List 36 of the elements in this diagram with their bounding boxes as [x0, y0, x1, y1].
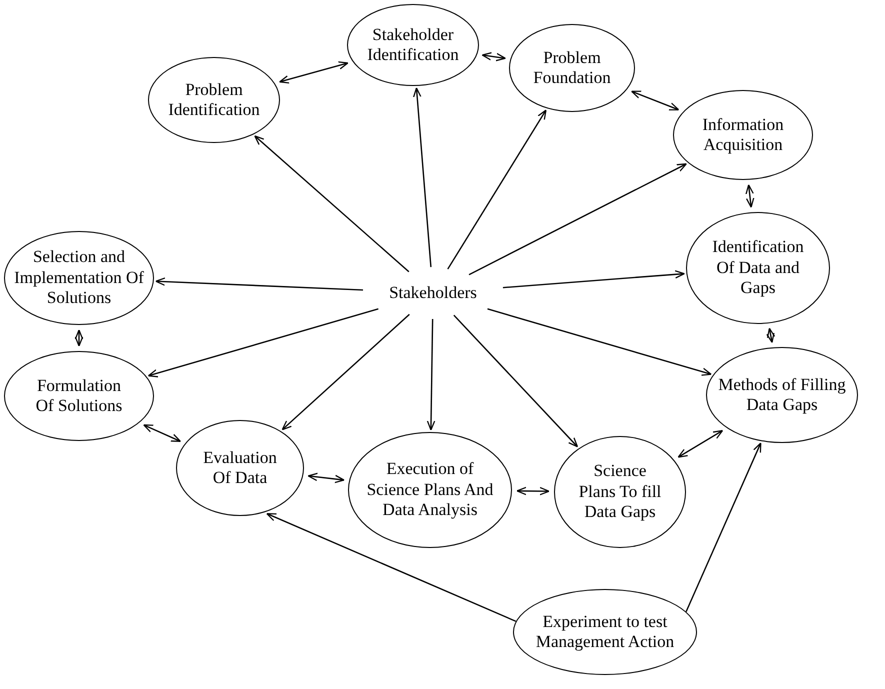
arrow — [482, 52, 506, 62]
node-text: Problem Foundation — [532, 48, 612, 88]
arrow — [745, 184, 754, 208]
arrow — [686, 442, 762, 612]
arrow — [254, 135, 410, 272]
arrow — [282, 314, 410, 430]
arrow — [516, 486, 550, 496]
arrow — [155, 277, 364, 291]
node-text: Methods of Filling Data Gaps — [717, 374, 847, 416]
arrow — [413, 87, 432, 268]
node-text: Problem Identification — [167, 80, 261, 120]
node-text: Formulation Of Solutions — [34, 376, 124, 416]
arrow — [678, 430, 724, 458]
node-text: Stakeholder Identification — [366, 24, 460, 66]
arrow — [426, 318, 436, 431]
node-text: Execution of Science Plans And Data Analysis — [366, 459, 494, 521]
arrow — [148, 308, 378, 378]
arrow — [74, 329, 84, 347]
arrow — [143, 424, 182, 442]
arrow — [631, 90, 680, 110]
node-text: Identification Of Data and Gaps — [711, 237, 805, 299]
arrow — [447, 110, 547, 270]
node-text: Science Plans To fill Data Gaps — [578, 461, 662, 523]
arrow — [766, 328, 776, 343]
arrow — [468, 163, 687, 276]
node-text: Information Acquisition — [701, 114, 785, 156]
node-text: Selection and Implementation Of Solutions — [13, 247, 145, 309]
node-text: Evaluation Of Data — [202, 448, 278, 488]
node-label: Stakeholders — [377, 281, 489, 305]
arrow — [266, 513, 516, 622]
arrow — [308, 472, 345, 484]
arrow — [487, 308, 712, 376]
arrow — [453, 314, 578, 448]
arrow — [502, 270, 685, 288]
arrow — [279, 61, 348, 84]
node-text: Experiment to test Management Action — [534, 612, 676, 652]
